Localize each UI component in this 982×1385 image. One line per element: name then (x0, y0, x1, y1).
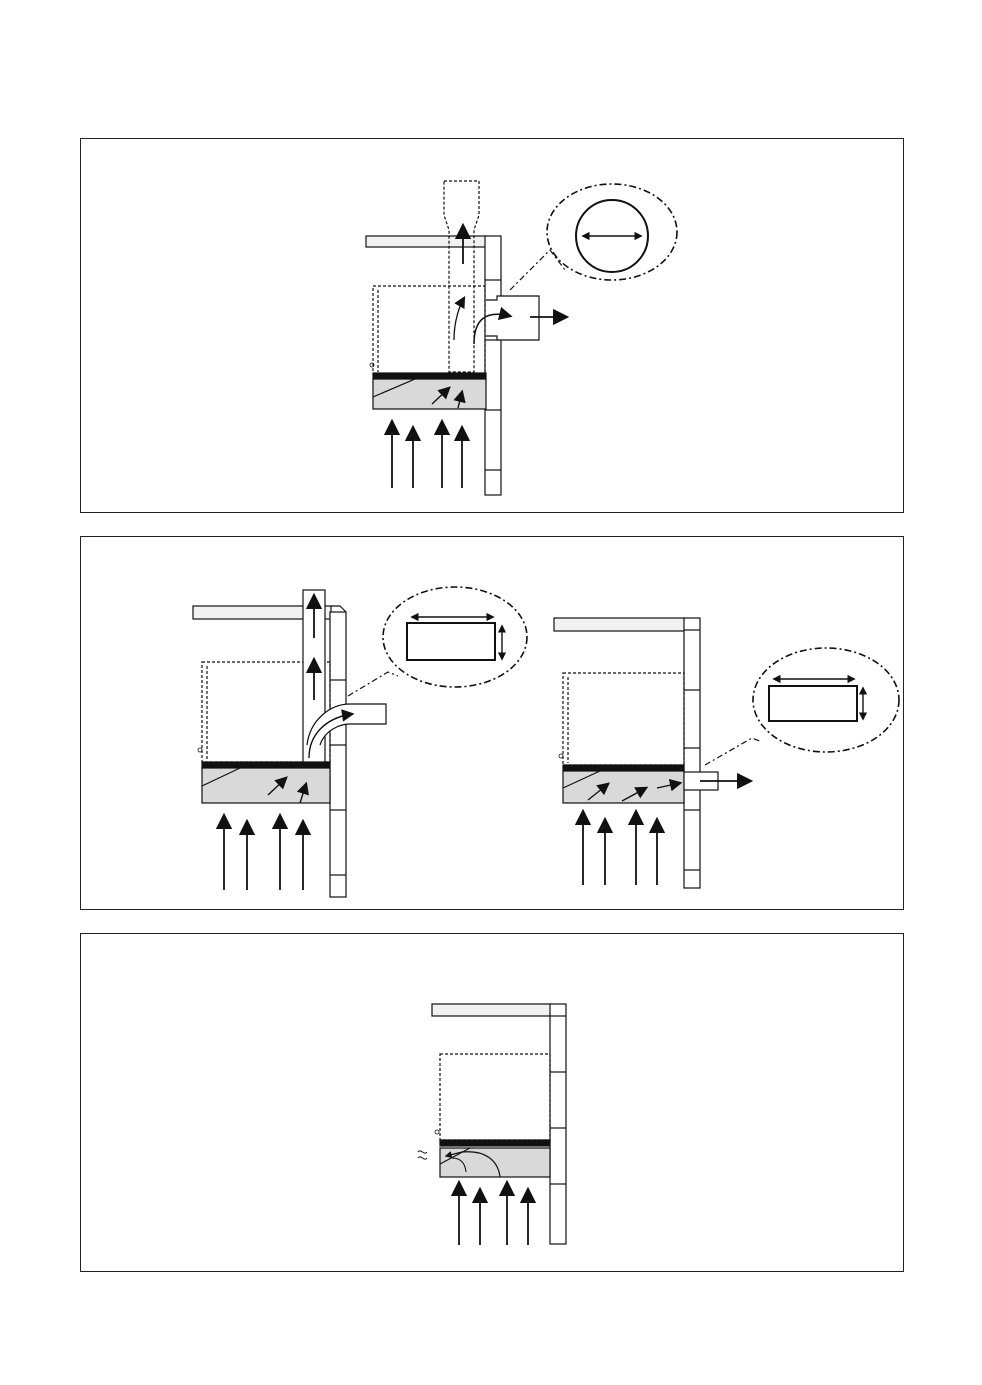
detail-callout-rectangular (383, 587, 527, 687)
ceiling-shelf (554, 618, 685, 631)
panel-2-right-drawing (554, 618, 899, 888)
hood-body (202, 768, 330, 803)
rectangular-duct-section-icon (407, 623, 495, 660)
wall (330, 612, 346, 897)
round-outlet (486, 296, 539, 340)
air-out-icon (418, 1151, 427, 1159)
hood-top-plate (373, 373, 486, 379)
hood-body (373, 379, 486, 409)
ceiling-shelf (432, 1004, 551, 1016)
hood-top-plate (202, 762, 330, 768)
panel-2-left-drawing (193, 587, 527, 897)
rectangular-duct-section-icon (769, 686, 857, 721)
cabinet-outline (440, 1054, 550, 1140)
wall (550, 1004, 566, 1244)
hood-top-plate (563, 765, 684, 771)
panel-1-drawing (366, 181, 677, 495)
hood-body (563, 771, 684, 803)
detail-callout-rectangular (753, 648, 899, 752)
wall (684, 618, 700, 888)
cabinet-outline (563, 673, 684, 765)
cabinet-outline (373, 286, 485, 374)
detail-callout-round (547, 184, 677, 280)
ceiling-shelf (366, 236, 486, 247)
panel-3-drawing (418, 1004, 566, 1245)
hood-top-plate (440, 1140, 550, 1146)
wall (485, 236, 501, 495)
